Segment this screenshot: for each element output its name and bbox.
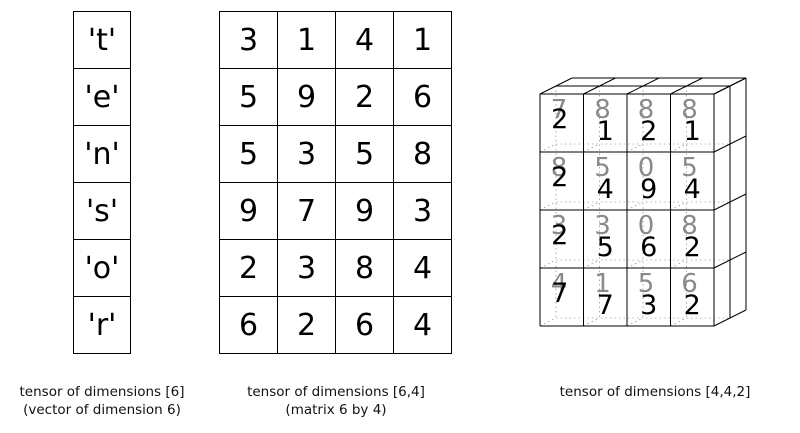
tensor-back-value: 6	[681, 269, 698, 299]
matrix-cell: 4	[393, 239, 452, 297]
tensor-front-value: 2	[684, 290, 701, 321]
matrix-cell: 6	[335, 296, 394, 354]
tensor-back-value: 4	[551, 269, 568, 299]
hidden-depth-line	[670, 201, 687, 211]
tensor-back-value: 7	[551, 95, 568, 125]
matrix-cell: 2	[219, 239, 278, 297]
tensor-front-value: 1	[597, 116, 614, 147]
matrix-cell: 8	[393, 125, 452, 183]
vector-cell: 's'	[73, 182, 131, 240]
tensor-back-value: 5	[681, 153, 698, 183]
tensor-back-value: 0	[638, 153, 655, 183]
hidden-depth-line	[670, 317, 687, 327]
tensor-back-value: 1	[594, 269, 611, 299]
matrix-cell: 4	[335, 11, 394, 69]
hidden-depth-line	[626, 317, 644, 327]
matrix-cell: 3	[393, 182, 452, 240]
tensor-front-value: 5	[597, 232, 614, 263]
tensor-front-value: 1	[684, 116, 701, 147]
matrix-cell: 9	[219, 182, 278, 240]
hidden-depth-line	[539, 259, 557, 269]
tensor-front-value: 4	[684, 174, 701, 205]
tensor-back-value: 8	[681, 211, 698, 241]
matrix-cell: 1	[393, 11, 452, 69]
tensor-front-value: 4	[597, 174, 614, 205]
hidden-depth-line	[539, 317, 557, 327]
vector-table: 't' 'e' 'n' 's' 'o' 'r'	[73, 11, 131, 354]
tensor-front-value: 9	[640, 174, 657, 205]
tensor-front-value: 3	[640, 290, 657, 321]
tensor-front-value: 2	[684, 232, 701, 263]
matrix-cell: 8	[335, 239, 394, 297]
matrix-cell: 2	[335, 68, 394, 126]
hidden-depth-line	[583, 201, 600, 211]
tensor-front-value: 2	[551, 220, 568, 251]
tensor-front-value: 2	[640, 116, 657, 147]
tensor-back-value: 8	[594, 95, 611, 125]
hidden-depth-line	[539, 143, 557, 153]
tensor-back-value: 0	[638, 211, 655, 241]
matrix-cell: 3	[219, 11, 278, 69]
vector-caption: tensor of dimensions [6] (vector of dime…	[2, 383, 202, 419]
hidden-depth-line	[626, 143, 644, 153]
tensor-front-value: 2	[551, 162, 568, 193]
matrix-cell: 6	[393, 68, 452, 126]
matrix-cell: 5	[219, 125, 278, 183]
matrix-cell: 3	[277, 239, 336, 297]
tensor-front-value: 7	[551, 278, 568, 309]
tensor-front-value: 7	[597, 290, 614, 321]
matrix-cell: 9	[277, 68, 336, 126]
matrix-cell: 1	[277, 11, 336, 69]
matrix-cell: 5	[219, 68, 278, 126]
vector-cell: 'o'	[73, 239, 131, 297]
vector-caption-line1: tensor of dimensions [6]	[19, 384, 185, 400]
tensor-front-value: 6	[640, 232, 657, 263]
matrix-table: 3 1 4 1 5 9 2 6 5 3 5 8 9 7 9 3 2 3 8 4	[219, 11, 452, 354]
hidden-depth-line	[670, 143, 687, 153]
tensor-back-value: 5	[594, 153, 611, 183]
vector-cell: 't'	[73, 11, 131, 69]
matrix-cell: 5	[335, 125, 394, 183]
hidden-depth-line	[626, 201, 644, 211]
tensor-back-value: 5	[638, 269, 655, 299]
matrix-caption: tensor of dimensions [6,4] (matrix 6 by …	[226, 383, 446, 419]
matrix-cell: 7	[277, 182, 336, 240]
vector-cell: 'n'	[73, 125, 131, 183]
hidden-depth-line	[539, 201, 557, 211]
vector-caption-line2: (vector of dimension 6)	[23, 402, 181, 418]
tensor-back-value: 3	[551, 211, 568, 241]
hidden-depth-line	[670, 259, 687, 269]
tensor-back-value: 8	[681, 95, 698, 125]
tensor-caption: tensor of dimensions [4,4,2]	[535, 383, 775, 401]
hidden-depth-line	[583, 259, 600, 269]
vector-cell: 'r'	[73, 296, 131, 354]
matrix-cell: 4	[393, 296, 452, 354]
tensor-back-value: 8	[638, 95, 655, 125]
tensor-caption-line: tensor of dimensions [4,4,2]	[559, 384, 751, 400]
matrix-caption-line1: tensor of dimensions [6,4]	[247, 384, 425, 400]
hidden-depth-line	[626, 259, 644, 269]
tensor-front-value: 2	[551, 104, 568, 135]
hidden-depth-line	[583, 143, 600, 153]
matrix-caption-line2: (matrix 6 by 4)	[285, 402, 387, 418]
hidden-depth-line	[583, 317, 600, 327]
matrix-cell: 6	[219, 296, 278, 354]
tensor-back-value: 8	[551, 153, 568, 183]
matrix-cell: 3	[277, 125, 336, 183]
matrix-cell: 9	[335, 182, 394, 240]
tensor-back-value: 3	[594, 211, 611, 241]
vector-cell: 'e'	[73, 68, 131, 126]
matrix-cell: 2	[277, 296, 336, 354]
